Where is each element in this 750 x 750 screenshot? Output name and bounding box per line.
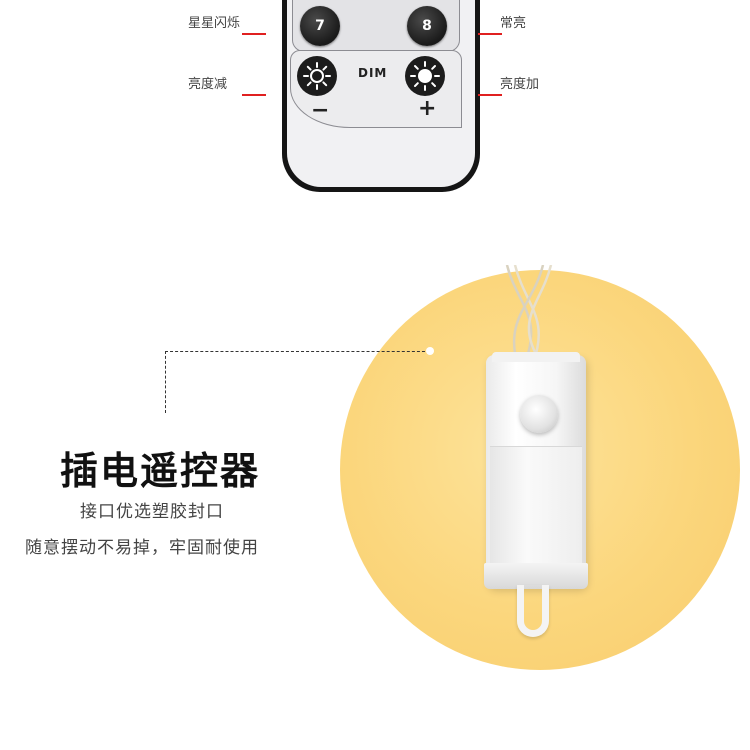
- product-desc-line1: 接口优选塑胶封口: [80, 502, 224, 522]
- plus-sign: +: [418, 96, 437, 121]
- sun-outline-icon: [303, 62, 331, 90]
- guide-line-horizontal: [165, 351, 430, 352]
- minus-sign: −: [311, 98, 330, 123]
- product-title: 插电遥控器: [60, 449, 261, 493]
- guide-line-vertical: [165, 351, 166, 413]
- callout-brightness-down: 亮度减: [188, 77, 228, 92]
- callout-brightness-down-tick: [242, 94, 266, 96]
- guide-line-dot: [426, 347, 434, 355]
- controller-box-cap: [492, 352, 580, 362]
- remote-button-8[interactable]: 8: [407, 6, 447, 46]
- callout-steady-on: 常亮: [500, 16, 527, 31]
- remote-button-7[interactable]: 7: [300, 6, 340, 46]
- cable-wires: [505, 265, 553, 364]
- product-desc-line2: 随意摆动不易掉，牢固耐使用: [25, 538, 259, 558]
- brightness-down-button[interactable]: [297, 56, 337, 96]
- controller-box-base: [484, 563, 588, 589]
- callout-brightness-up: 亮度加: [500, 77, 540, 92]
- controller-power-button[interactable]: [520, 395, 558, 433]
- sun-filled-icon: [410, 61, 440, 91]
- remote-button-7-label: 7: [315, 18, 325, 34]
- callout-twinkle-tick: [242, 33, 266, 35]
- controller-box-lower: [490, 446, 582, 567]
- remote-button-8-label: 8: [422, 18, 432, 34]
- callout-brightness-up-tick: [478, 94, 502, 96]
- hanging-hook: [517, 585, 549, 637]
- dim-label: DIM: [358, 66, 388, 80]
- callout-steady-on-tick: [478, 33, 502, 35]
- brightness-up-button[interactable]: [405, 56, 445, 96]
- callout-twinkle: 星星闪烁: [188, 16, 241, 31]
